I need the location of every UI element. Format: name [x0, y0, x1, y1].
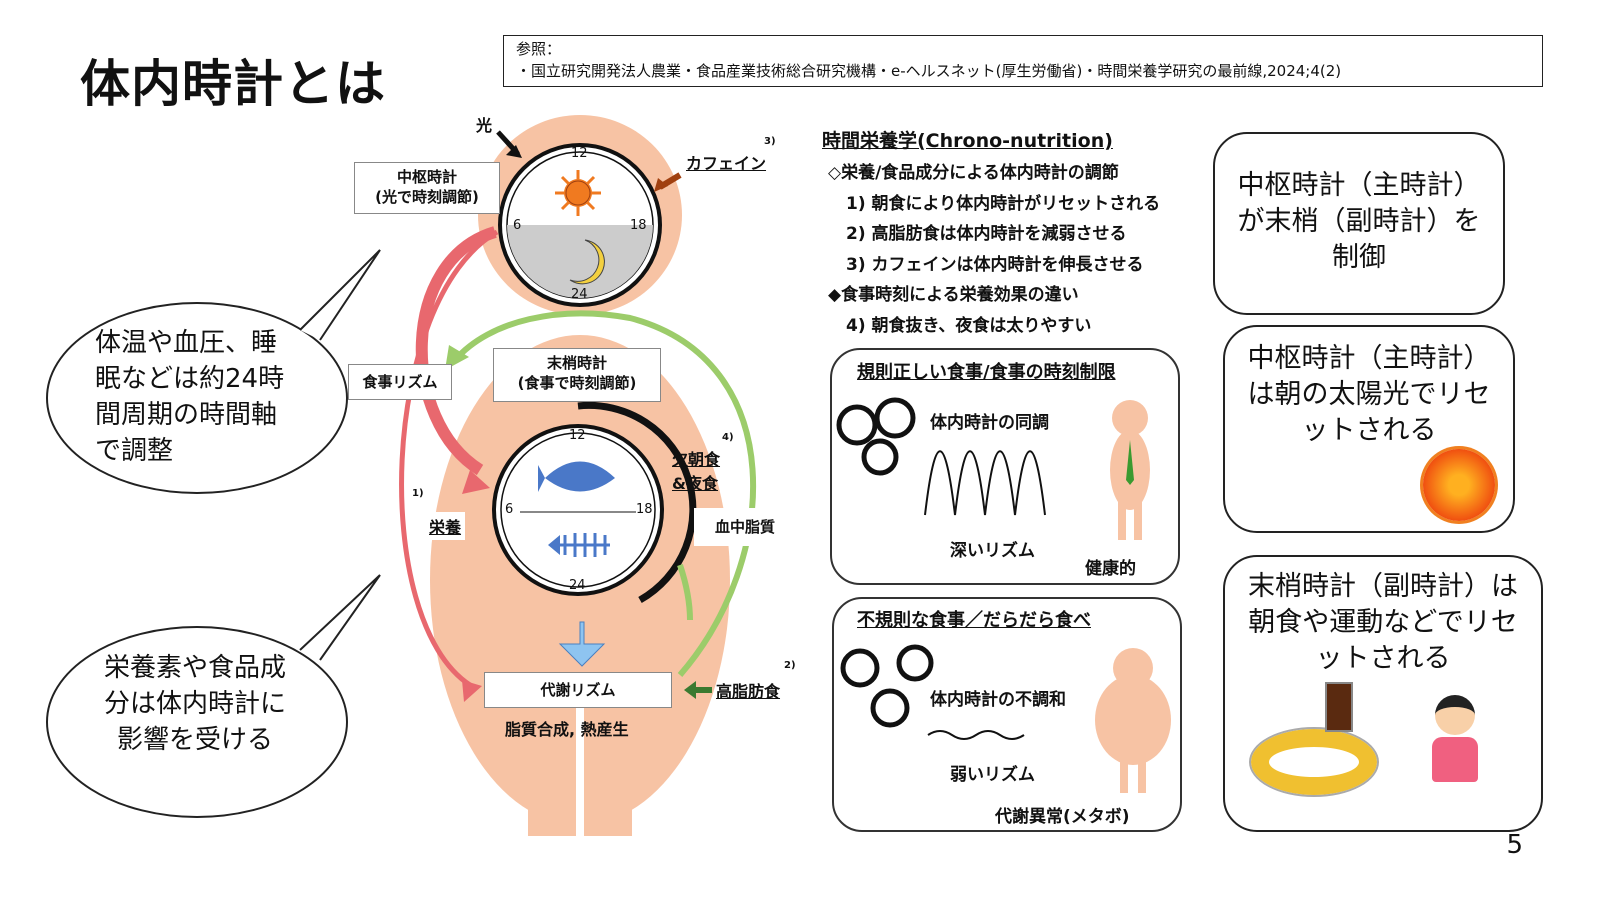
central-clock-icon [498, 143, 662, 307]
metabolic-label: 代謝異常(メタボ) [995, 807, 1130, 827]
regular-meal-panel [830, 348, 1180, 585]
caffeine-label: カフェイン [686, 154, 767, 173]
bottom-clock-6: 6 [505, 502, 514, 517]
regular-panel-title: 規則正しい食事/食事の時刻制限 [857, 362, 1116, 383]
blood-lipid-label: 血中脂質 [694, 508, 796, 546]
metabolic-rhythm-label: 代謝リズム [484, 672, 672, 708]
info-box-sunlight-reset: 中枢時計（主時計）は朝の太陽光でリセットされる [1223, 325, 1515, 533]
caffeine-ref: 3) [764, 136, 776, 147]
sync-label: 体内時計の同調 [930, 413, 1049, 433]
deep-rhythm-wave [924, 450, 1046, 516]
info-box-central-controls: 中枢時計（主時計）が末梢（副時計）を制御 [1213, 132, 1505, 315]
chrono-heading: 時間栄養学(Chrono-nutrition) [822, 130, 1113, 152]
desync-label: 体内時計の不調和 [930, 690, 1066, 710]
speech-bubble-1: 体温や血圧、睡眠などは約24時間周期の時間軸で調整 [95, 328, 285, 466]
moon-icon [569, 239, 605, 285]
peripheral-clock-title: 末梢時計 [546, 354, 607, 372]
exercising-child-icon [1430, 695, 1480, 785]
speech-bubble-shape-2 [46, 574, 381, 818]
speech-bubble-shape-1 [46, 249, 381, 494]
desynced-gears-icon [840, 644, 934, 728]
skip-ref: 4) [722, 432, 734, 443]
page-number: 5 [1506, 830, 1523, 860]
info-box-breakfast-reset: 末梢時計（副時計）は朝食や運動などでリセットされる [1223, 555, 1543, 832]
top-clock-6: 6 [513, 218, 522, 233]
central-clock-desc: (光で時刻調節) [375, 188, 479, 206]
chrono-line: ◆食事時刻による栄養効果の違い [828, 285, 1079, 305]
skip-meal-label: 欠朝食&夜食 [672, 448, 720, 496]
down-arrow-icon [558, 621, 606, 667]
central-clock-title: 中枢時計 [396, 168, 457, 186]
chrono-line: 2) 高脂肪食は体内時計を減弱させる [846, 224, 1127, 244]
bottom-clock-24: 24 [569, 578, 586, 593]
chrono-line: 3) カフェインは体内時計を伸長させる [846, 255, 1144, 275]
reference-text: ・国立研究開発法人農業・食品産業技術総合研究機構・e-ヘルスネット(厚生労働省)… [516, 62, 1342, 80]
obese-person-icon [1095, 648, 1171, 793]
chrono-line: 4) 朝食抜き、夜食は太りやすい [846, 316, 1092, 336]
fish-icon [538, 461, 615, 492]
weak-rhythm-label: 弱いリズム [950, 765, 1035, 785]
light-label: 光 [476, 116, 493, 135]
bottom-clock-12: 12 [569, 428, 586, 443]
meal-rhythm-label: 食事リズム [348, 364, 452, 400]
chrono-line: ◇栄養/食品成分による体内時計の調節 [828, 163, 1119, 183]
synced-gears-icon [836, 397, 916, 476]
speech-bubble-2: 栄養素や食品成分は体内時計に影響を受ける [103, 653, 286, 755]
central-clock-label: 中枢時計 (光で時刻調節) [354, 162, 500, 214]
irregular-panel-title: 不規則な食事／だらだら食べ [857, 610, 1091, 631]
top-clock-12: 12 [571, 146, 588, 161]
red-arrow-metabolic [399, 229, 499, 688]
bottom-clock-18: 18 [636, 502, 653, 517]
fish-bone-icon [560, 533, 610, 557]
breakfast-plate-icon [1249, 727, 1379, 797]
peripheral-clock-icon [492, 401, 697, 604]
reference-box: 参照： ・国立研究開発法人農業・食品産業技術総合研究機構・e-ヘルスネット(厚生… [503, 35, 1543, 87]
peripheral-clock-label: 末梢時計 (食事で時刻調節) [493, 348, 661, 402]
green-arrow [452, 310, 756, 677]
deep-rhythm-label: 深いリズム [950, 541, 1035, 561]
drink-glass-icon [1325, 682, 1353, 732]
late-meal: &夜食 [672, 474, 718, 493]
top-clock-18: 18 [630, 218, 647, 233]
nutrition-label: 栄養 [425, 512, 466, 540]
lipid-synthesis-label: 脂質合成, 熱産生 [505, 720, 629, 739]
light-arrow [506, 145, 522, 158]
high-fat-ref: 2) [784, 660, 796, 671]
weak-rhythm-wave [927, 730, 1025, 740]
irregular-meal-panel [832, 597, 1182, 832]
reference-heading: 参照： [516, 40, 562, 58]
high-fat-label: 高脂肪食 [716, 682, 781, 701]
peripheral-clock-desc: (食事で時刻調節) [517, 374, 637, 392]
sunlight-reset-text: 中枢時計（主時計）は朝の太陽光でリセットされる [1247, 343, 1491, 446]
slide-title: 体内時計とは [80, 55, 386, 113]
chrono-line: 1) 朝食により体内時計がリセットされる [846, 194, 1161, 214]
skip-breakfast: 欠朝食 [672, 450, 721, 469]
nutrition-ref: 1) [412, 488, 424, 499]
top-clock-24: 24 [571, 287, 588, 302]
healthy-label: 健康的 [1085, 559, 1136, 579]
breakfast-reset-text: 末梢時計（副時計）は朝食や運動などでリセットされる [1248, 571, 1518, 674]
sun-icon [1423, 449, 1495, 521]
